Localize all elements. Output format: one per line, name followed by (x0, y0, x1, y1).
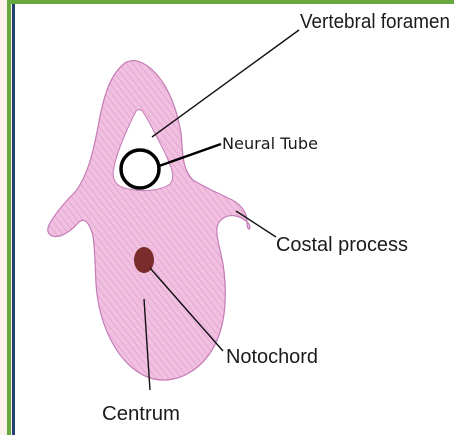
neural-tube-circle (121, 150, 159, 188)
label-centrum: Centrum (102, 403, 180, 425)
label-costal-process: Costal process (276, 234, 408, 256)
label-vertebral-foramen: Vertebral foramen (300, 11, 450, 33)
leader-costal-process (236, 211, 276, 237)
vertebra-body (48, 61, 250, 381)
label-neural-tube: Neural Tube (222, 134, 318, 153)
leader-vertebral-foramen (152, 30, 299, 137)
label-notochord: Notochord (226, 346, 318, 368)
